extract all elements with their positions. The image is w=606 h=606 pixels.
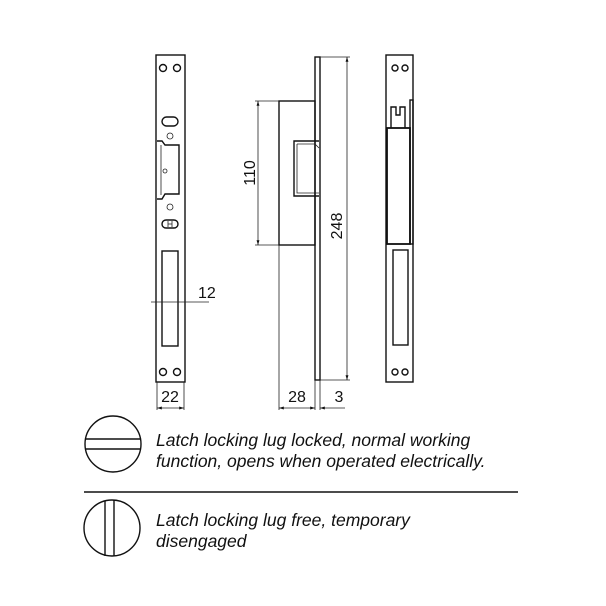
side-view xyxy=(255,56,350,410)
legend-free-line2: disengaged xyxy=(156,531,248,551)
legend-locked-line1: Latch locking lug locked, normal working xyxy=(156,430,470,450)
front-view xyxy=(151,54,209,410)
dim-110: 110 xyxy=(242,160,259,186)
dim-28: 28 xyxy=(288,389,306,406)
legend-locked-line2: function, opens when operated electrical… xyxy=(156,451,485,471)
legend-item-locked: Latch locking lug locked, normal working… xyxy=(84,415,485,473)
dim-248: 248 xyxy=(329,213,346,240)
rear-view xyxy=(385,54,414,383)
dim-3: 3 xyxy=(335,389,344,406)
dim-22: 22 xyxy=(161,389,179,406)
horizontal-lug-icon xyxy=(84,415,142,473)
vertical-lug-icon xyxy=(83,499,141,557)
legend-item-free: Latch locking lug free, temporary diseng… xyxy=(83,499,411,557)
legend-free-line1: Latch locking lug free, temporary xyxy=(156,510,411,530)
dim-12: 12 xyxy=(198,285,216,302)
